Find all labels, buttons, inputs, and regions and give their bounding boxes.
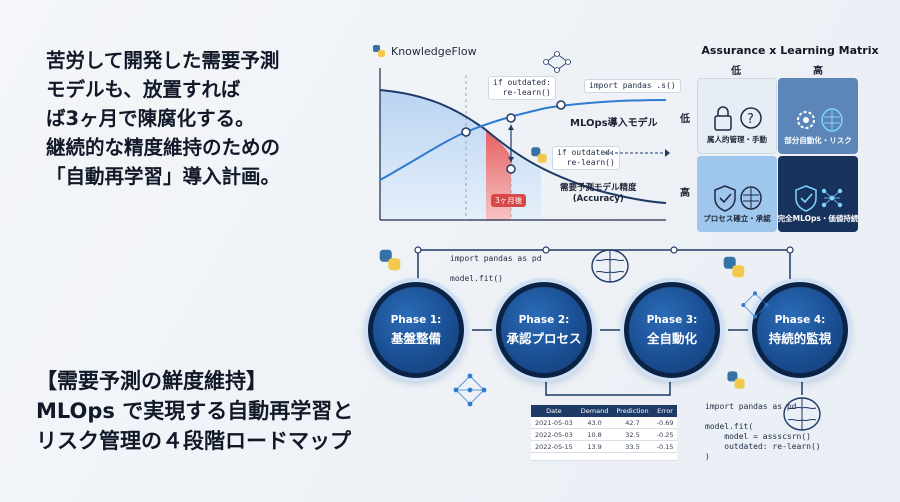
gear-brain-icon: [797, 108, 843, 132]
headline-line: 「自動再学習」導入計画。: [46, 165, 281, 188]
phase-name: 全自動化: [646, 330, 697, 346]
phase-number: Phase 4:: [774, 313, 826, 326]
cell-label: プロセス確立・承認: [703, 214, 771, 223]
headline-line: 苦労して開発した需要予測: [46, 49, 280, 72]
table-cell: -0.25: [652, 428, 678, 441]
cell-label: 属人的管理・手動: [707, 135, 767, 144]
table-cell: -0.69: [652, 417, 678, 429]
code-snippet: if outdated: re-learn(): [552, 146, 620, 170]
phase-name: 持続的監視: [768, 330, 832, 346]
python-logo-icon: [723, 256, 745, 278]
table-cell: 32.5: [612, 428, 653, 441]
headline-line: モデルも、放置すれば: [46, 78, 241, 101]
arrow-right-icon: [605, 149, 670, 157]
python-logo-icon: [727, 371, 745, 389]
matrix-cell: プロセス確立・承認: [697, 156, 777, 232]
table-cell: 2022-05-03: [531, 428, 577, 441]
table-cell: 10.8: [576, 428, 613, 441]
curve-node: [506, 164, 516, 174]
phase-number: Phase 3:: [646, 313, 698, 326]
table-cell: 33.5: [612, 440, 653, 453]
table-cell: [576, 452, 613, 461]
matrix-row-low: 低: [680, 114, 690, 125]
cell-label: 部分自動化・リスク: [784, 136, 852, 145]
subtitle-line: 【需要予測の鮮度維持】: [36, 369, 267, 393]
headline-line: ば3ヶ月で陳腐化する。: [46, 107, 255, 130]
phase-name: 承認プロセス: [506, 330, 582, 346]
phase-4-node[interactable]: Phase 4: 持続的監視: [752, 282, 848, 378]
table-cell: 43.0: [576, 417, 613, 429]
network-icon: [543, 51, 571, 73]
headline: 苦労して開発した需要予測 モデルも、放置すれば ば3ヶ月で陳腐化する。 継続的な…: [46, 46, 346, 191]
python-logo-icon: [379, 249, 401, 271]
table-row: 2022-05-03 10.8 32.5 -0.25: [531, 428, 678, 441]
cell-label: 完全MLOps・価値持続: [777, 214, 859, 223]
phase-2-node[interactable]: Phase 2: 承認プロセス: [496, 282, 592, 378]
curve-node: [556, 100, 566, 110]
subtitle-line: リスク管理の４段階ロードマップ: [36, 429, 351, 453]
python-logo-icon: [531, 147, 547, 163]
curve-node: [461, 127, 471, 137]
brand-name: KnowledgeFlow: [391, 44, 477, 58]
phase-number: Phase 1:: [390, 313, 442, 326]
code-snippet: import pandas as pd model.fit( model = a…: [705, 402, 821, 461]
table-header: Demand: [576, 405, 613, 417]
table-cell: 13.9: [576, 440, 613, 453]
table-header-row: Date Demand Prediction Error: [531, 405, 678, 417]
table-row: [531, 452, 678, 461]
table-cell: [652, 452, 678, 461]
svg-text:?: ?: [747, 112, 754, 127]
matrix-col-low: 低: [731, 66, 741, 77]
matrix-cell: 完全MLOps・価値持続: [778, 156, 858, 232]
brain-icon: [783, 397, 821, 431]
matrix-title: Assurance x Learning Matrix: [701, 44, 879, 57]
subtitle-line: MLOps で実現する自動再学習と: [36, 399, 354, 423]
table-row: 2021-05-03 43.0 42.7 -0.69: [531, 417, 678, 429]
data-table: Date Demand Prediction Error 2021-05-03 …: [531, 405, 678, 461]
matrix-cell: 部分自動化・リスク: [778, 78, 858, 154]
accuracy-label: 需要予測モデル精度 (Accuracy): [560, 183, 637, 204]
table-cell: [531, 452, 577, 461]
matrix-col-high: 高: [813, 66, 823, 77]
phase-number: Phase 2:: [518, 313, 570, 326]
code-snippet: import pandas .s(): [584, 79, 681, 93]
python-logo-icon: [373, 45, 385, 57]
brain-icon: [591, 249, 629, 283]
table-cell: -0.15: [652, 440, 678, 453]
phase-1-node[interactable]: Phase 1: 基盤整備: [368, 282, 464, 378]
matrix-cell: ? 属人的管理・手動: [697, 78, 777, 154]
accuracy-curve: [379, 89, 667, 204]
shield-check-icon: [714, 185, 762, 212]
table-header: Prediction: [612, 405, 653, 417]
phase-name: 基盤整備: [390, 330, 441, 346]
headline-line: 継続的な精度維持のための: [46, 136, 281, 159]
matrix-row-high: 高: [680, 188, 690, 199]
three-months-badge: 3ヶ月後: [491, 194, 527, 207]
table-cell: [612, 452, 653, 461]
mlops-label: MLOps導入モデル: [570, 118, 658, 129]
table-row: 2022-05-15 13.9 33.5 -0.15: [531, 440, 678, 453]
code-snippet: import pandas as pd model.fit(): [450, 254, 542, 283]
shield-network-icon: [795, 185, 843, 212]
lock-icon: ?: [714, 106, 762, 131]
curve-node: [506, 113, 516, 123]
table-header: Date: [531, 405, 577, 417]
phase-3-node[interactable]: Phase 3: 全自動化: [624, 282, 720, 378]
table-cell: 2022-05-15: [531, 440, 577, 453]
brand: KnowledgeFlow: [372, 44, 477, 58]
table-cell: 2021-05-03: [531, 417, 577, 429]
table-header: Error: [652, 405, 678, 417]
network-icon: [453, 373, 487, 407]
subtitle: 【需要予測の鮮度維持】 MLOps で実現する自動再学習と リスク管理の４段階ロ…: [36, 366, 436, 456]
code-snippet: if outdated: re-learn(): [488, 76, 556, 100]
table-cell: 42.7: [612, 417, 653, 429]
network-icon: [741, 291, 769, 319]
